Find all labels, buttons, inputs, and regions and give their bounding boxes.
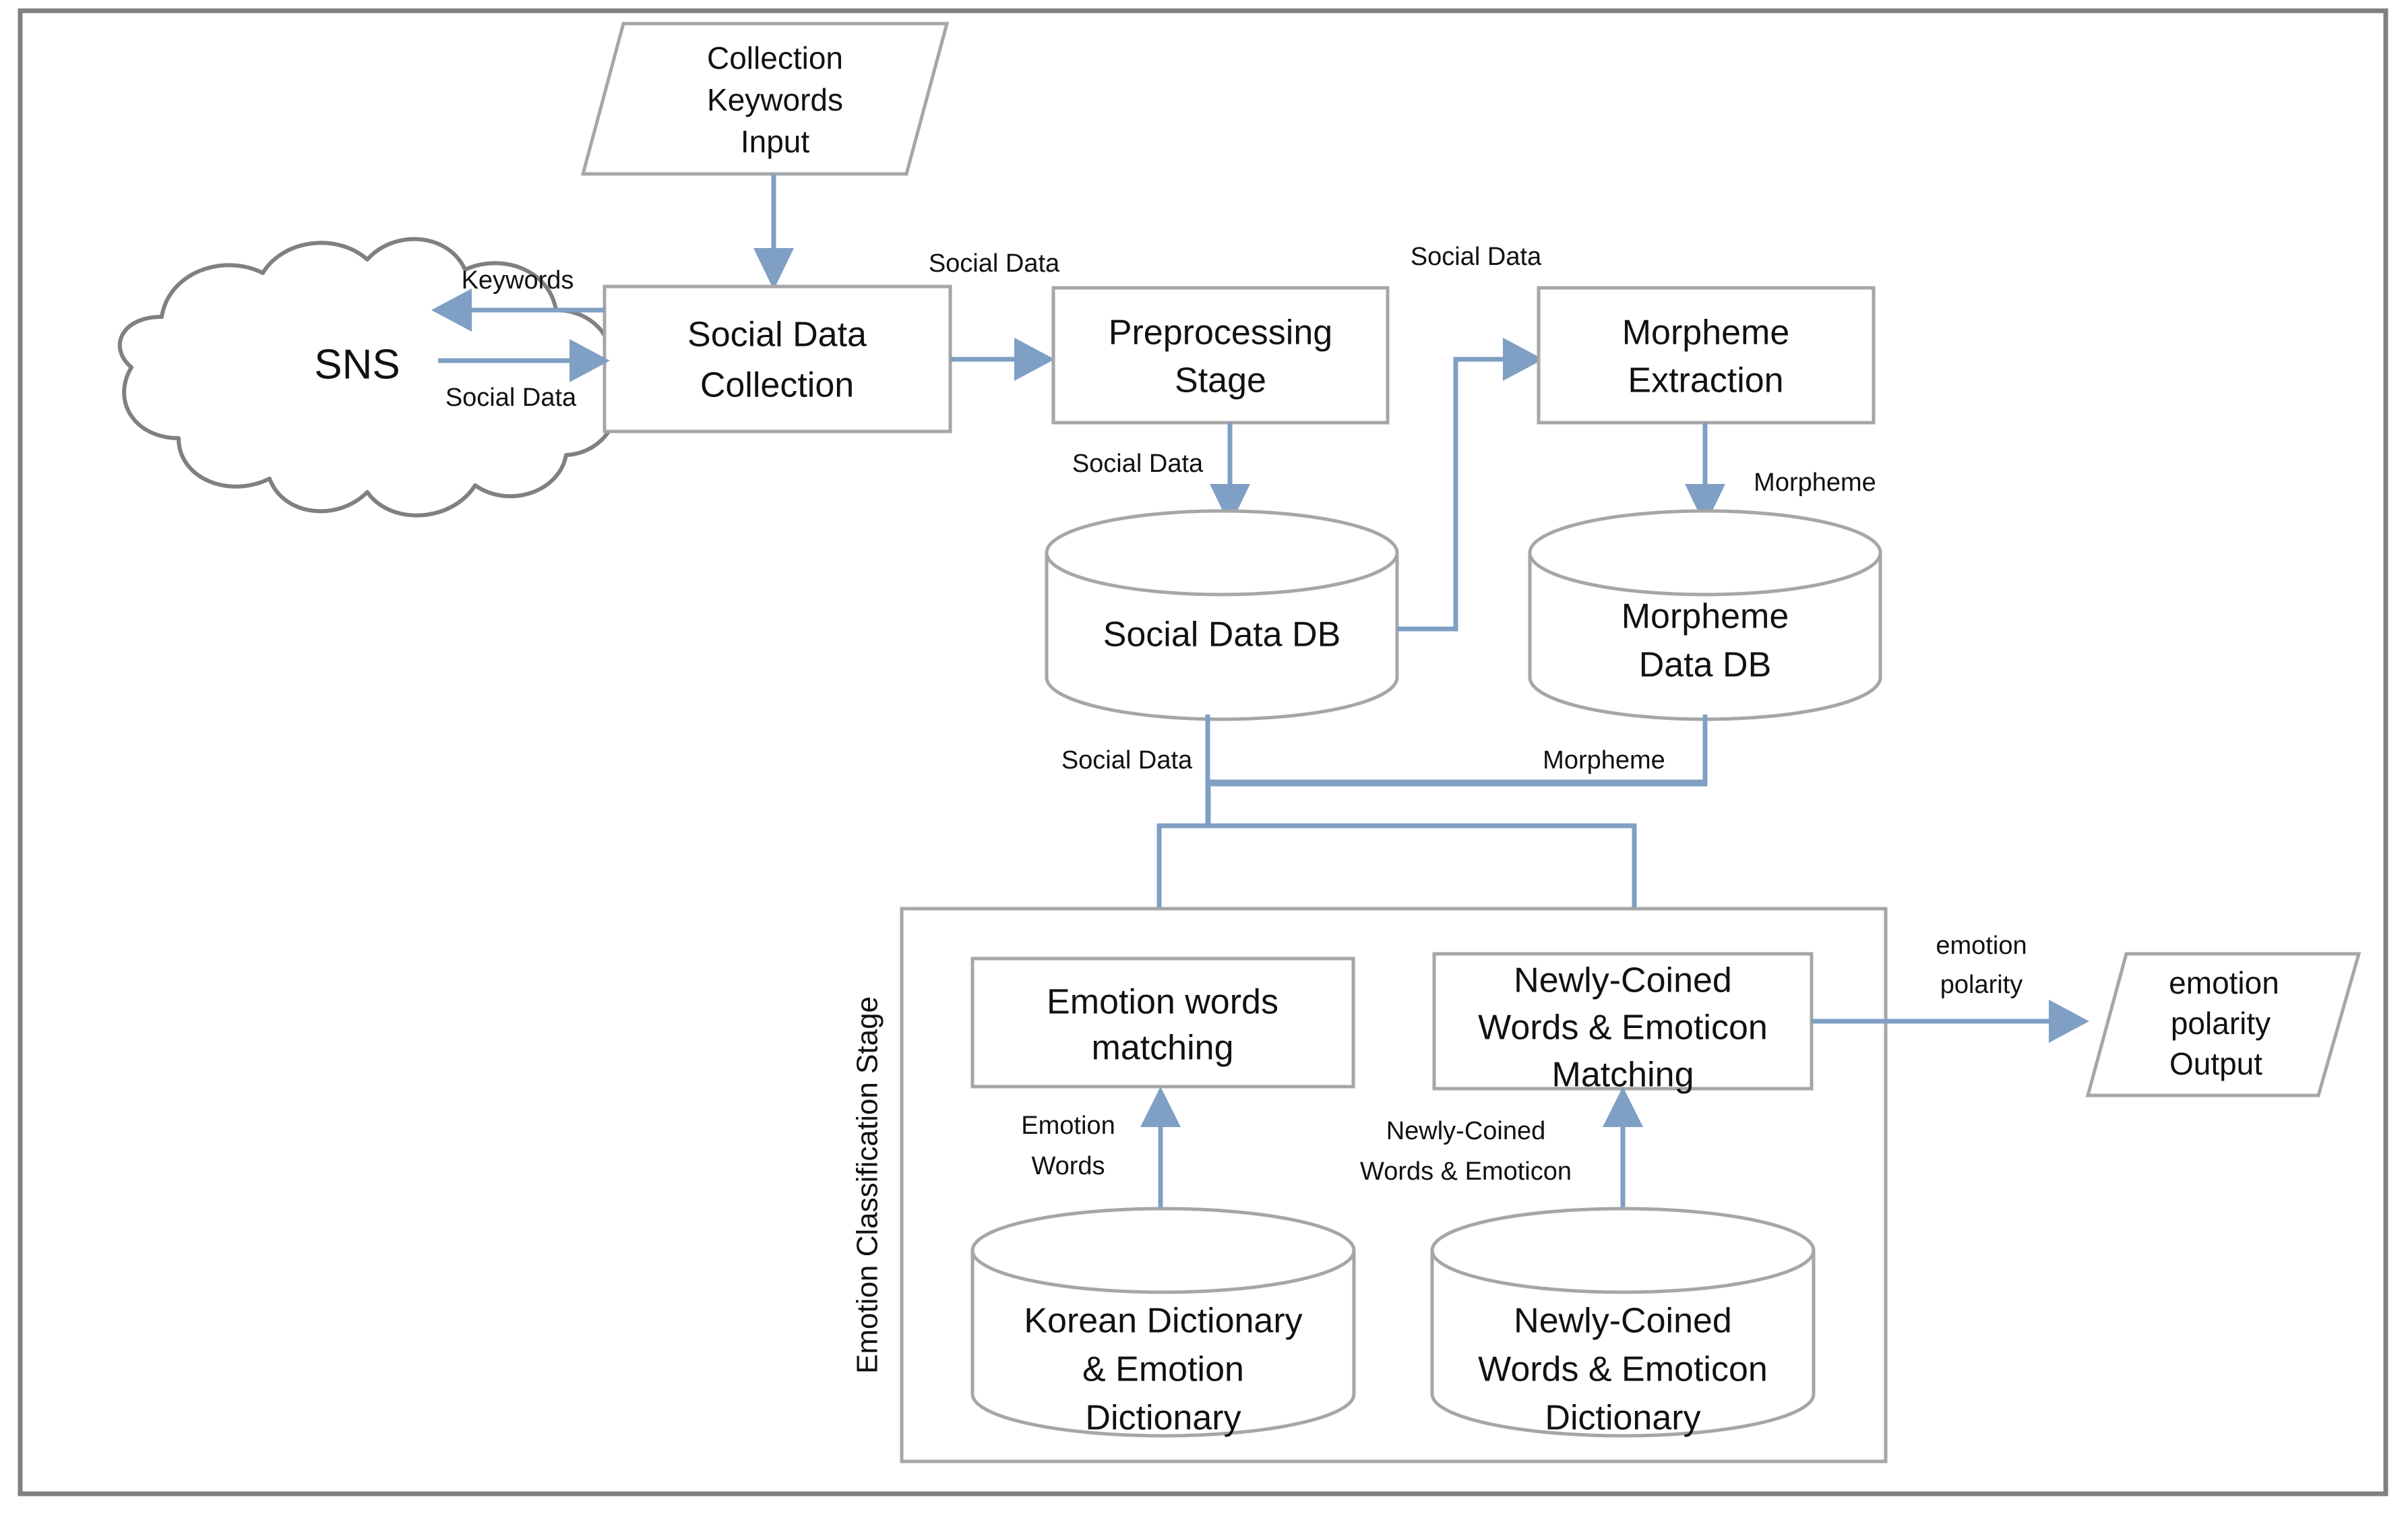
cylinder-body-newly-dict (1430, 1248, 1816, 1438)
node-out-line2: polarity (2171, 1006, 2271, 1041)
node-ewm-line1: Emotion words (1047, 983, 1278, 1022)
cylinder-body-social-data-db (1045, 551, 1399, 721)
edge-label-emotion-words-2: Words (1031, 1152, 1105, 1180)
arrowhead-up (1140, 1087, 1181, 1127)
node-emotion-words-matching: Emotion words matching (970, 957, 1355, 1089)
node-newly-coined-matching: Newly-Coined Words & Emoticon Matching (1432, 952, 1814, 1095)
node-ncm-line2: Words & Emoticon (1478, 1008, 1768, 1048)
node-morpheme-data-db: Morpheme Data DB (1528, 509, 1882, 721)
node-sdc-line1: Social Data (687, 315, 867, 355)
edge-koreandict-to-emotion-words-matching: Emotion Words (1021, 1087, 1181, 1219)
edge-keywords-to-sns: Keywords (431, 266, 605, 332)
edge-label-emotion-polarity-1: emotion (1936, 932, 2027, 960)
node-kd-line1: Korean Dictionary (1024, 1302, 1302, 1341)
node-collection-keywords-input: Collection Keywords Input (580, 22, 950, 176)
edge-collection-to-preprocessing: Social Data (929, 249, 1060, 381)
cylinder-top-korean-dict (970, 1207, 1356, 1294)
node-ncd-line1: Newly-Coined (1514, 1302, 1732, 1341)
arrowhead-down (1210, 484, 1250, 526)
node-prep-line1: Preprocessing (1109, 313, 1332, 353)
edge-label-social-data-in: Social Data (445, 384, 577, 412)
arrowhead-up (1603, 1087, 1643, 1127)
node-out-line1: emotion (2169, 965, 2279, 1000)
parallelogram-shape-input (580, 22, 950, 176)
process-box-social-data-collection (603, 284, 952, 433)
node-emotion-polarity-output: emotion polarity Output (2085, 952, 2361, 1097)
node-ewm-line2: matching (1092, 1029, 1234, 1068)
process-box-preprocessing (1051, 286, 1390, 425)
node-social-data-collection: Social Data Collection (603, 284, 952, 433)
edge-label-collection-to-preprocessing: Social Data (929, 249, 1060, 278)
node-out-line3: Output (2169, 1046, 2262, 1081)
edge-input-to-collection (753, 174, 794, 290)
edge-label-db-to-morpheme: Social Data (1411, 243, 1542, 271)
arrowhead-left (431, 289, 472, 332)
node-ncm-line1: Newly-Coined (1514, 961, 1732, 1000)
edge-matching-to-output: emotion polarity (1812, 932, 2089, 1043)
arrowhead-right (1014, 338, 1055, 381)
edge-label-emotion-polarity-2: polarity (1940, 971, 2023, 999)
node-prep-line2: Stage (1175, 361, 1266, 400)
edge-label-morphemedb-to-newly: Morpheme (1543, 746, 1665, 775)
node-kd-line2: & Emotion (1082, 1350, 1244, 1389)
stage-group-label: Emotion Classification Stage (851, 996, 884, 1374)
node-ncd-line3: Dictionary (1545, 1399, 1700, 1438)
edge-label-emotion-words-1: Emotion (1021, 1112, 1115, 1140)
cylinder-top-newly-dict (1430, 1207, 1816, 1294)
cylinder-body-morpheme-db (1528, 551, 1882, 721)
cylinder-top-social-data-db (1045, 509, 1399, 597)
node-sdc-line2: Collection (700, 366, 854, 405)
process-box-emotion-words-matching (970, 957, 1355, 1089)
edge-label-newly-coined-2: Words & Emoticon (1360, 1157, 1572, 1186)
process-box-morpheme-extraction (1537, 286, 1876, 425)
node-sns-label: SNS (314, 341, 400, 388)
edge-label-keywords: Keywords (462, 266, 574, 295)
edge-label-socialdb-to-emotion: Social Data (1061, 746, 1193, 775)
edge-label-morpheme: Morpheme (1754, 468, 1876, 497)
node-input-line1: Collection (707, 40, 843, 75)
node-ncd-line2: Words & Emoticon (1478, 1350, 1768, 1389)
node-preprocessing-stage: Preprocessing Stage (1051, 286, 1390, 425)
node-social-data-db: Social Data DB (1045, 509, 1399, 721)
edge-newlydict-to-newly-matching: Newly-Coined Words & Emoticon (1360, 1087, 1643, 1219)
node-morph-line1: Morpheme (1622, 313, 1790, 353)
edge-socialdb-to-emotion-words-matching: Social Data (1061, 715, 1210, 979)
node-morphdb-line2: Data DB (1639, 646, 1772, 685)
cylinder-top-morpheme-db (1528, 509, 1882, 597)
node-newly-coined-dictionary: Newly-Coined Words & Emoticon Dictionary (1430, 1207, 1816, 1438)
node-morpheme-extraction: Morpheme Extraction (1537, 286, 1876, 425)
edge-preprocessing-to-socialdb: Social Data (1072, 423, 1250, 526)
edge-label-newly-coined-1: Newly-Coined (1386, 1117, 1546, 1145)
node-socialdb-label: Social Data DB (1103, 615, 1341, 655)
node-input-line3: Input (741, 124, 810, 159)
edge-morpheme-extraction-to-db: Morpheme (1685, 423, 1876, 526)
node-morphdb-line1: Morpheme (1622, 597, 1789, 636)
node-morph-line2: Extraction (1628, 361, 1783, 400)
process-box-newly-coined-matching (1432, 952, 1814, 1091)
arrowhead-down (1685, 484, 1725, 526)
arrowhead-down (753, 248, 794, 290)
outer-frame (18, 8, 2388, 1496)
cylinder-body-korean-dict (970, 1248, 1356, 1438)
edge-label-preprocessing-to-db: Social Data (1072, 450, 1204, 478)
edge-socialdata-to-collection: Social Data (438, 339, 610, 412)
arrowhead-right (1503, 338, 1543, 381)
arrowhead-right (2049, 1000, 2089, 1043)
arrowhead-right (569, 339, 610, 382)
node-input-line2: Keywords (707, 82, 843, 117)
parallelogram-shape-output (2085, 952, 2361, 1097)
edge-socialdb-to-morpheme-extraction: Social Data (1397, 243, 1543, 632)
node-kd-line3: Dictionary (1085, 1399, 1241, 1438)
node-korean-dictionary: Korean Dictionary & Emotion Dictionary (970, 1207, 1356, 1438)
